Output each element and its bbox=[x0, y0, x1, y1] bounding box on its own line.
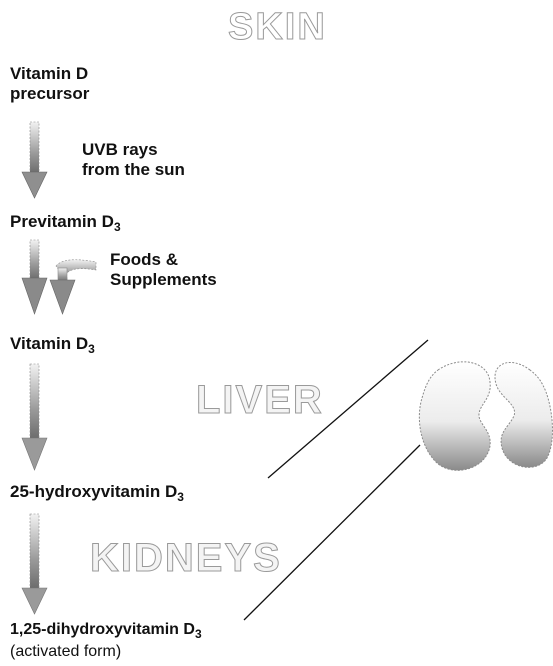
down-arrow-icon bbox=[22, 240, 47, 314]
down-arrow-icon bbox=[22, 514, 47, 614]
connector-line-kidney bbox=[244, 445, 420, 620]
connector-line-liver bbox=[268, 340, 428, 478]
down-arrow-icon bbox=[22, 364, 47, 470]
down-arrow-icon bbox=[50, 260, 96, 314]
down-arrow-icon bbox=[22, 122, 47, 198]
kidney-icon bbox=[419, 362, 490, 470]
kidney-icon bbox=[495, 362, 552, 467]
